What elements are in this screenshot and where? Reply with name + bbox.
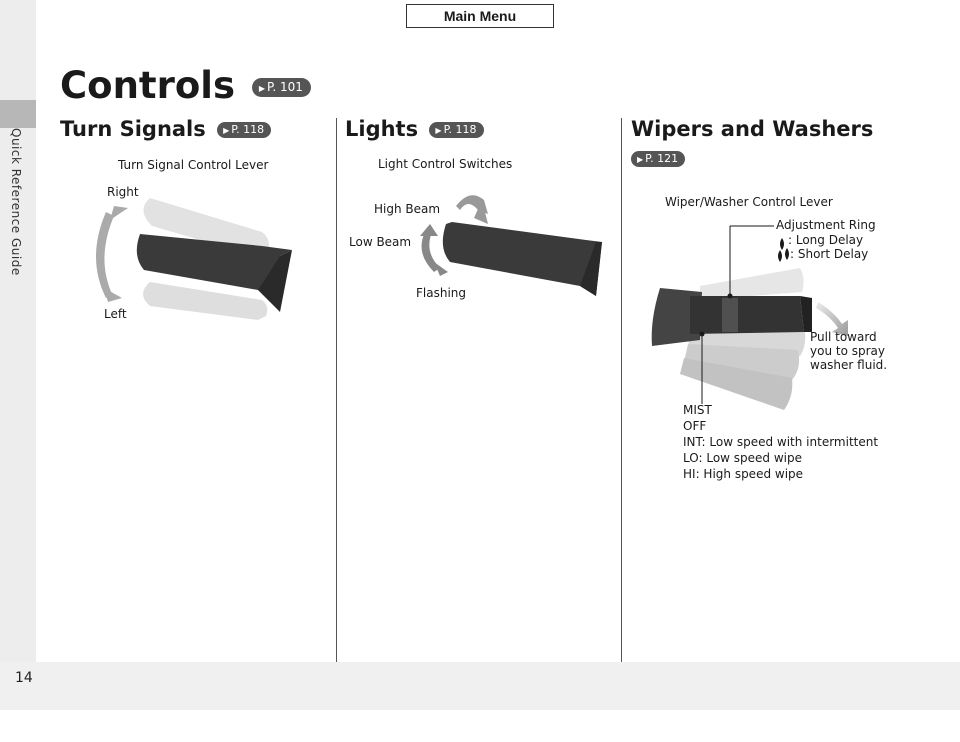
main-menu-button[interactable]: Main Menu (406, 4, 554, 28)
lights-heading-text: Lights (345, 117, 419, 141)
long-delay-label: : Long Delay (788, 233, 864, 247)
adjustment-ring-label: Adjustment Ring (776, 218, 876, 232)
lights-caption: Light Control Switches (378, 157, 513, 171)
footer-bar (0, 662, 960, 710)
wiper-control-lever (651, 225, 848, 410)
pull-line-3: washer fluid. (810, 358, 888, 372)
turn-signals-ref-link[interactable]: P. 118 (217, 122, 272, 138)
page-number: 14 (15, 670, 33, 686)
wiper-mode-lo: LO: Low speed wipe (683, 451, 803, 465)
page-title: Controls P. 101 (60, 64, 311, 107)
wipers-ref-wrap: P. 121 (627, 146, 686, 170)
turn-right-label: Right (107, 185, 139, 199)
column-divider (621, 118, 622, 662)
pull-line-2: you to spray (810, 344, 885, 358)
wiper-modes-list: MIST OFF INT: Low speed with intermitten… (683, 402, 878, 482)
page-title-text: Controls (60, 64, 235, 107)
light-control-lever (420, 195, 602, 296)
delay-symbols (778, 238, 789, 262)
wiper-mode-off: OFF (683, 419, 707, 433)
wiper-mode-hi: HI: High speed wipe (683, 467, 804, 481)
flashing-label: Flashing (416, 286, 467, 300)
short-delay-label: : Short Delay (790, 247, 869, 261)
pull-line-1: Pull toward (810, 330, 877, 344)
wipers-ref-link[interactable]: P. 121 (631, 151, 686, 167)
lights-ref-link[interactable]: P. 118 (429, 122, 484, 138)
turn-signals-heading: Turn Signals P. 118 (60, 117, 272, 141)
column-divider (336, 118, 337, 662)
turn-signals-heading-text: Turn Signals (60, 117, 206, 141)
pull-washer-note: Pull toward you to spray washer fluid. (810, 330, 887, 372)
lights-heading: Lights P. 118 (345, 117, 484, 141)
turn-signal-caption: Turn Signal Control Lever (118, 158, 269, 172)
sidebar-tab[interactable] (0, 100, 36, 128)
turn-left-label: Left (104, 307, 127, 321)
wiper-caption: Wiper/Washer Control Lever (665, 195, 833, 209)
high-beam-label: High Beam (374, 202, 441, 216)
turn-signal-lever (96, 198, 292, 320)
wiper-mode-mist: MIST (683, 403, 712, 417)
page-ref-link[interactable]: P. 101 (251, 78, 311, 97)
wiper-mode-int: INT: Low speed with intermittent (683, 435, 879, 449)
wipers-heading: Wipers and Washers (631, 117, 874, 141)
low-beam-label: Low Beam (349, 235, 412, 249)
sidebar-section-label: Quick Reference Guide (9, 128, 23, 276)
